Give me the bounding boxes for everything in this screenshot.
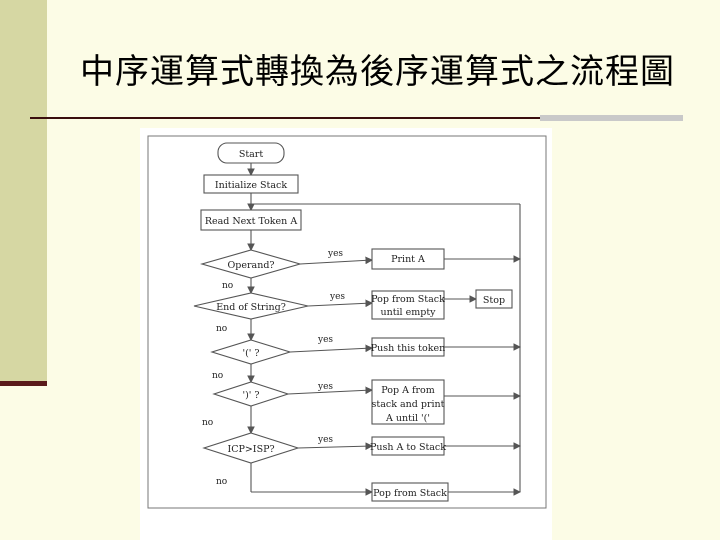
- diagram-panel: [140, 128, 552, 540]
- pop-until-paren-label-2: stack and print: [372, 399, 445, 410]
- icp-isp-label: ICP>ISP?: [227, 444, 274, 455]
- icp-yes-label: yes: [317, 435, 333, 445]
- left-paren-label: '(' ?: [242, 348, 259, 359]
- read-token-label: Read Next Token A: [205, 216, 298, 227]
- end-no-label: no: [216, 324, 227, 334]
- rparen-no-label: no: [202, 418, 213, 428]
- edge-icp-yes: [297, 442, 374, 451]
- pop-until-empty-node: [371, 290, 445, 320]
- icp-no-label: no: [216, 477, 227, 487]
- lparen-no-label: no: [212, 371, 223, 381]
- left-decor-accent: [0, 381, 47, 386]
- slide-title: 中序運算式轉換為後序運算式之流程圖: [80, 52, 675, 92]
- push-a-label: Push A to Stack: [370, 442, 446, 453]
- flowchart-frame: [147, 135, 547, 509]
- start-label: Start: [239, 149, 264, 160]
- end-of-string-label: End of String?: [216, 302, 286, 313]
- operand-no-label: no: [222, 281, 233, 291]
- left-decor-bar: [0, 0, 47, 385]
- pop-until-paren-node: [371, 379, 445, 425]
- right-paren-label: ')' ?: [242, 390, 259, 401]
- title-divider: [30, 117, 540, 119]
- pop-until-paren-label-1: Pop A from: [381, 385, 435, 396]
- edge-rparen-yes: [287, 386, 374, 395]
- rparen-yes-label: yes: [317, 382, 333, 392]
- print-a-label: Print A: [391, 254, 425, 265]
- end-yes-label: yes: [329, 292, 345, 302]
- title-divider-accent: [540, 115, 683, 121]
- flowchart: Start Initialize Stack Read Next Token A…: [147, 135, 547, 509]
- edge-lparen-yes: [289, 344, 374, 353]
- lparen-yes-label: yes: [317, 335, 333, 345]
- edge-operand-yes: [299, 256, 374, 265]
- edge-end-yes: [307, 299, 374, 308]
- initialize-stack-label: Initialize Stack: [215, 180, 287, 191]
- stop-node: [475, 289, 513, 309]
- pop-until-empty-label-2: until empty: [380, 307, 436, 318]
- pop-stack-label: Pop from Stack: [373, 488, 447, 499]
- push-token-label: Push this token: [371, 343, 445, 354]
- operand-decision-label: Operand?: [228, 260, 275, 271]
- pop-until-empty-label-1: Pop from Stack: [371, 294, 445, 305]
- operand-yes-label: yes: [327, 249, 343, 259]
- stop-label: Stop: [483, 295, 505, 306]
- pop-until-paren-label-3: A until '(': [385, 413, 430, 424]
